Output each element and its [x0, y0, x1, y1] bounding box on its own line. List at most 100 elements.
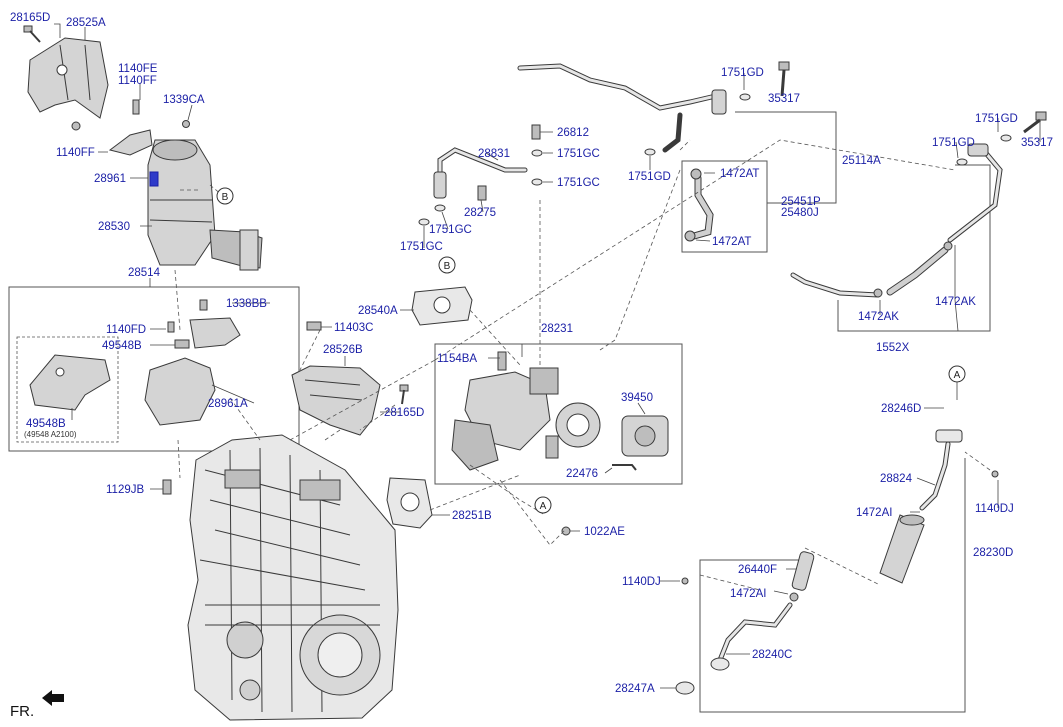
nut-1140FF	[71, 121, 81, 131]
label-28246D: 28246D	[881, 403, 921, 415]
svg-text:FR.: FR.	[10, 703, 34, 720]
hose-sub-box	[681, 160, 768, 253]
label-28530: 28530	[98, 221, 130, 233]
label-28831: 28831	[478, 148, 510, 160]
label-1472AI-a: 1472AI	[856, 507, 892, 519]
label-28247A: 28247A	[615, 683, 655, 695]
label-28961: 28961	[94, 173, 126, 185]
oil-return-28230D	[675, 429, 999, 695]
bracket-25114A	[735, 111, 837, 204]
turbocharger-28231	[451, 351, 601, 471]
label-1751GC-b: 1751GC	[557, 177, 600, 189]
label-1339CA: 1339CA	[163, 94, 205, 106]
washer-1751GC-d	[418, 218, 430, 226]
turbocharger-group-box	[434, 343, 683, 485]
label-1140FE: 1140FE	[118, 63, 158, 75]
label-1140FD: 1140FD	[106, 324, 146, 336]
svg-text:B: B	[444, 261, 451, 272]
gasket-28540A	[411, 286, 473, 326]
label-28824: 28824	[880, 473, 913, 485]
bracket-28230D	[699, 458, 966, 713]
label-1129JB: 1129JB	[106, 484, 144, 496]
bolt-35317-a	[778, 61, 790, 97]
label-28165D-mid: 28165D	[384, 407, 424, 419]
label-1140FF-a: 1140FF	[118, 75, 157, 87]
label-35317-a: 35317	[768, 93, 800, 105]
label-1472AT-b: 1472AT	[712, 236, 751, 248]
label-1751GD-c: 1751GD	[975, 113, 1018, 125]
bolt-28165D-top	[23, 25, 41, 43]
callout-b-1: B	[216, 187, 234, 205]
bracket-28961	[108, 129, 153, 156]
washer-1751GD-b	[644, 148, 656, 156]
engine-block	[187, 434, 399, 721]
label-49548B-b: 49548B	[26, 418, 66, 430]
front-direction-indicator: FR.	[10, 690, 64, 720]
label-28230D: 28230D	[973, 547, 1013, 559]
label-1022AE: 1022AE	[584, 526, 625, 538]
bracket-assembly-28514	[144, 299, 241, 426]
nut-1022AE	[561, 526, 571, 536]
washer-1751GD-c	[1000, 134, 1012, 142]
bracket-49548B	[29, 354, 111, 411]
label-1472AK-b: 1472AK	[858, 311, 899, 323]
label-22476: 22476	[566, 468, 598, 480]
actuator-39450	[621, 415, 669, 457]
label-28514: 28514	[128, 267, 161, 279]
label-11403C: 11403C	[334, 322, 373, 334]
svg-text:A: A	[954, 370, 961, 381]
label-1751GC-d: 1751GC	[400, 241, 443, 253]
hose-25451P	[684, 168, 714, 242]
heat-shield-28525A	[27, 37, 109, 119]
label-1154BA: 1154BA	[437, 353, 477, 365]
label-28961A: 28961A	[208, 398, 248, 410]
label-49548-sub: (49548 A2100)	[24, 430, 77, 439]
label-28540A: 28540A	[358, 305, 398, 317]
label-28526B: 28526B	[323, 344, 363, 356]
label-26812: 26812	[557, 127, 589, 139]
washer-1751GD-a	[739, 93, 751, 101]
label-1140FF-b: 1140FF	[56, 147, 95, 159]
washer-1751GD-d	[956, 158, 968, 166]
bolt-28275	[477, 185, 487, 201]
label-1751GC-c: 1751GC	[429, 224, 472, 236]
label-1338BB: 1338BB	[226, 298, 267, 310]
label-28240C: 28240C	[752, 649, 792, 661]
bracket-group-box	[8, 286, 300, 452]
callout-b-2: B	[438, 256, 456, 274]
label-25480J: 25480J	[781, 207, 819, 219]
label-28275: 28275	[464, 207, 496, 219]
label-1552X: 1552X	[876, 342, 910, 354]
pin-22476	[612, 464, 637, 471]
bolt-11403C	[306, 321, 322, 331]
label-25114A: 25114A	[842, 155, 881, 167]
oil-pipe-28831	[433, 147, 528, 199]
washer-1751GC-c	[434, 204, 446, 212]
bolt-26812	[531, 124, 541, 140]
label-26440F: 26440F	[738, 564, 777, 576]
bolt-1140FE	[132, 99, 140, 115]
bolt-28165D-mid	[399, 384, 409, 405]
coolant-pipe-25114A	[517, 63, 727, 153]
coolant-pipe-1552X	[790, 143, 1003, 298]
label-39450: 39450	[621, 392, 653, 404]
callout-a-1: A	[534, 496, 552, 514]
svg-text:A: A	[540, 501, 547, 512]
svg-text:B: B	[222, 192, 229, 203]
label-28231: 28231	[541, 323, 573, 335]
label-1472AT-a: 1472AT	[720, 168, 759, 180]
bracket-1552X	[837, 164, 991, 332]
label-1751GD-a: 1751GD	[721, 67, 764, 79]
label-49548B-a: 49548B	[102, 340, 142, 352]
washer-1751GC-a	[531, 149, 543, 157]
label-25451P: 25451P	[781, 196, 821, 208]
label-28165D-top: 28165D	[10, 12, 50, 24]
catalytic-converter-28530	[147, 139, 263, 271]
gasket-28251B	[386, 477, 433, 529]
bolt-35317-b	[1023, 111, 1047, 134]
label-1751GD-d: 1751GD	[932, 137, 975, 149]
label-1140DJ-b: 1140DJ	[622, 576, 661, 588]
label-1140DJ-a: 1140DJ	[975, 503, 1014, 515]
nut-1339CA	[182, 120, 190, 128]
